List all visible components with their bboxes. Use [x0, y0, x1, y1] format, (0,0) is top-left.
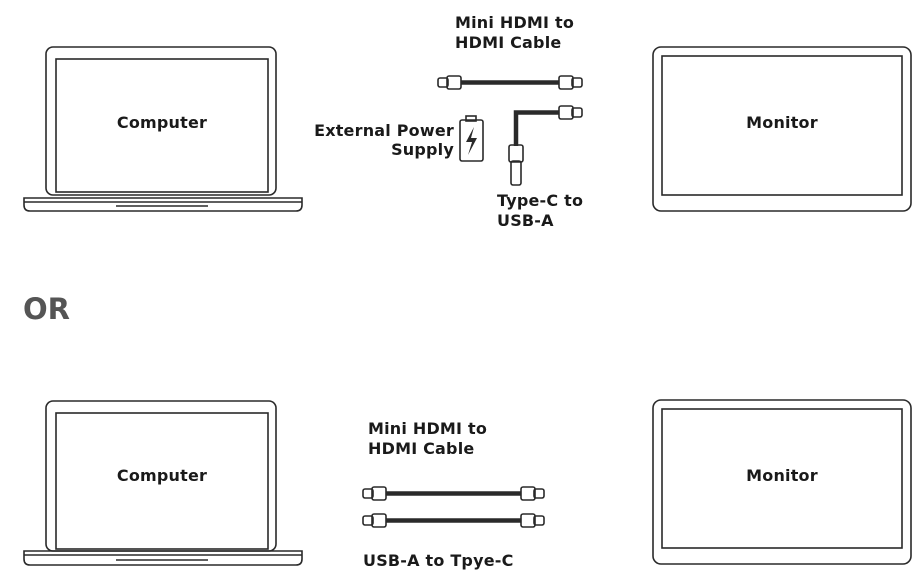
laptop-icon — [23, 400, 303, 566]
usb-cable-label: Type-C to USB-A — [497, 191, 583, 231]
hdmi-cable-icon — [437, 75, 583, 90]
power-supply-label-line2: Supply — [391, 140, 454, 160]
monitor-icon — [652, 46, 912, 212]
monitor-label: Monitor — [746, 466, 818, 485]
computer-label: Computer — [116, 466, 208, 485]
hdmi-cable-label-line1: Mini HDMI to — [455, 13, 575, 32]
usb-cable-label: USB-A to Tpye-C — [363, 551, 514, 570]
usb-cable-icon — [508, 105, 583, 186]
hdmi-cable-label-line1: Mini HDMI to — [368, 419, 488, 438]
usb-cable-icon — [362, 513, 545, 528]
hdmi-cable-label: Mini HDMI to HDMI Cable — [368, 419, 487, 459]
computer-label: Computer — [116, 113, 208, 132]
power-supply-label: External Power Supply — [300, 121, 454, 159]
hdmi-cable-label-line2: HDMI Cable — [368, 439, 475, 458]
monitor-label: Monitor — [746, 113, 818, 132]
usb-cable-label-line2: USB-A — [497, 211, 554, 230]
hdmi-cable-label-line2: HDMI Cable — [455, 33, 562, 52]
or-separator: OR — [23, 292, 70, 326]
hdmi-cable-label: Mini HDMI to HDMI Cable — [455, 13, 574, 53]
hdmi-cable-icon — [362, 486, 545, 501]
laptop-icon — [23, 46, 303, 212]
usb-cable-label-line1: Type-C to — [497, 191, 584, 210]
monitor-icon — [652, 399, 912, 565]
power-supply-label-line1: External Power — [314, 121, 454, 140]
battery-icon — [459, 115, 484, 162]
